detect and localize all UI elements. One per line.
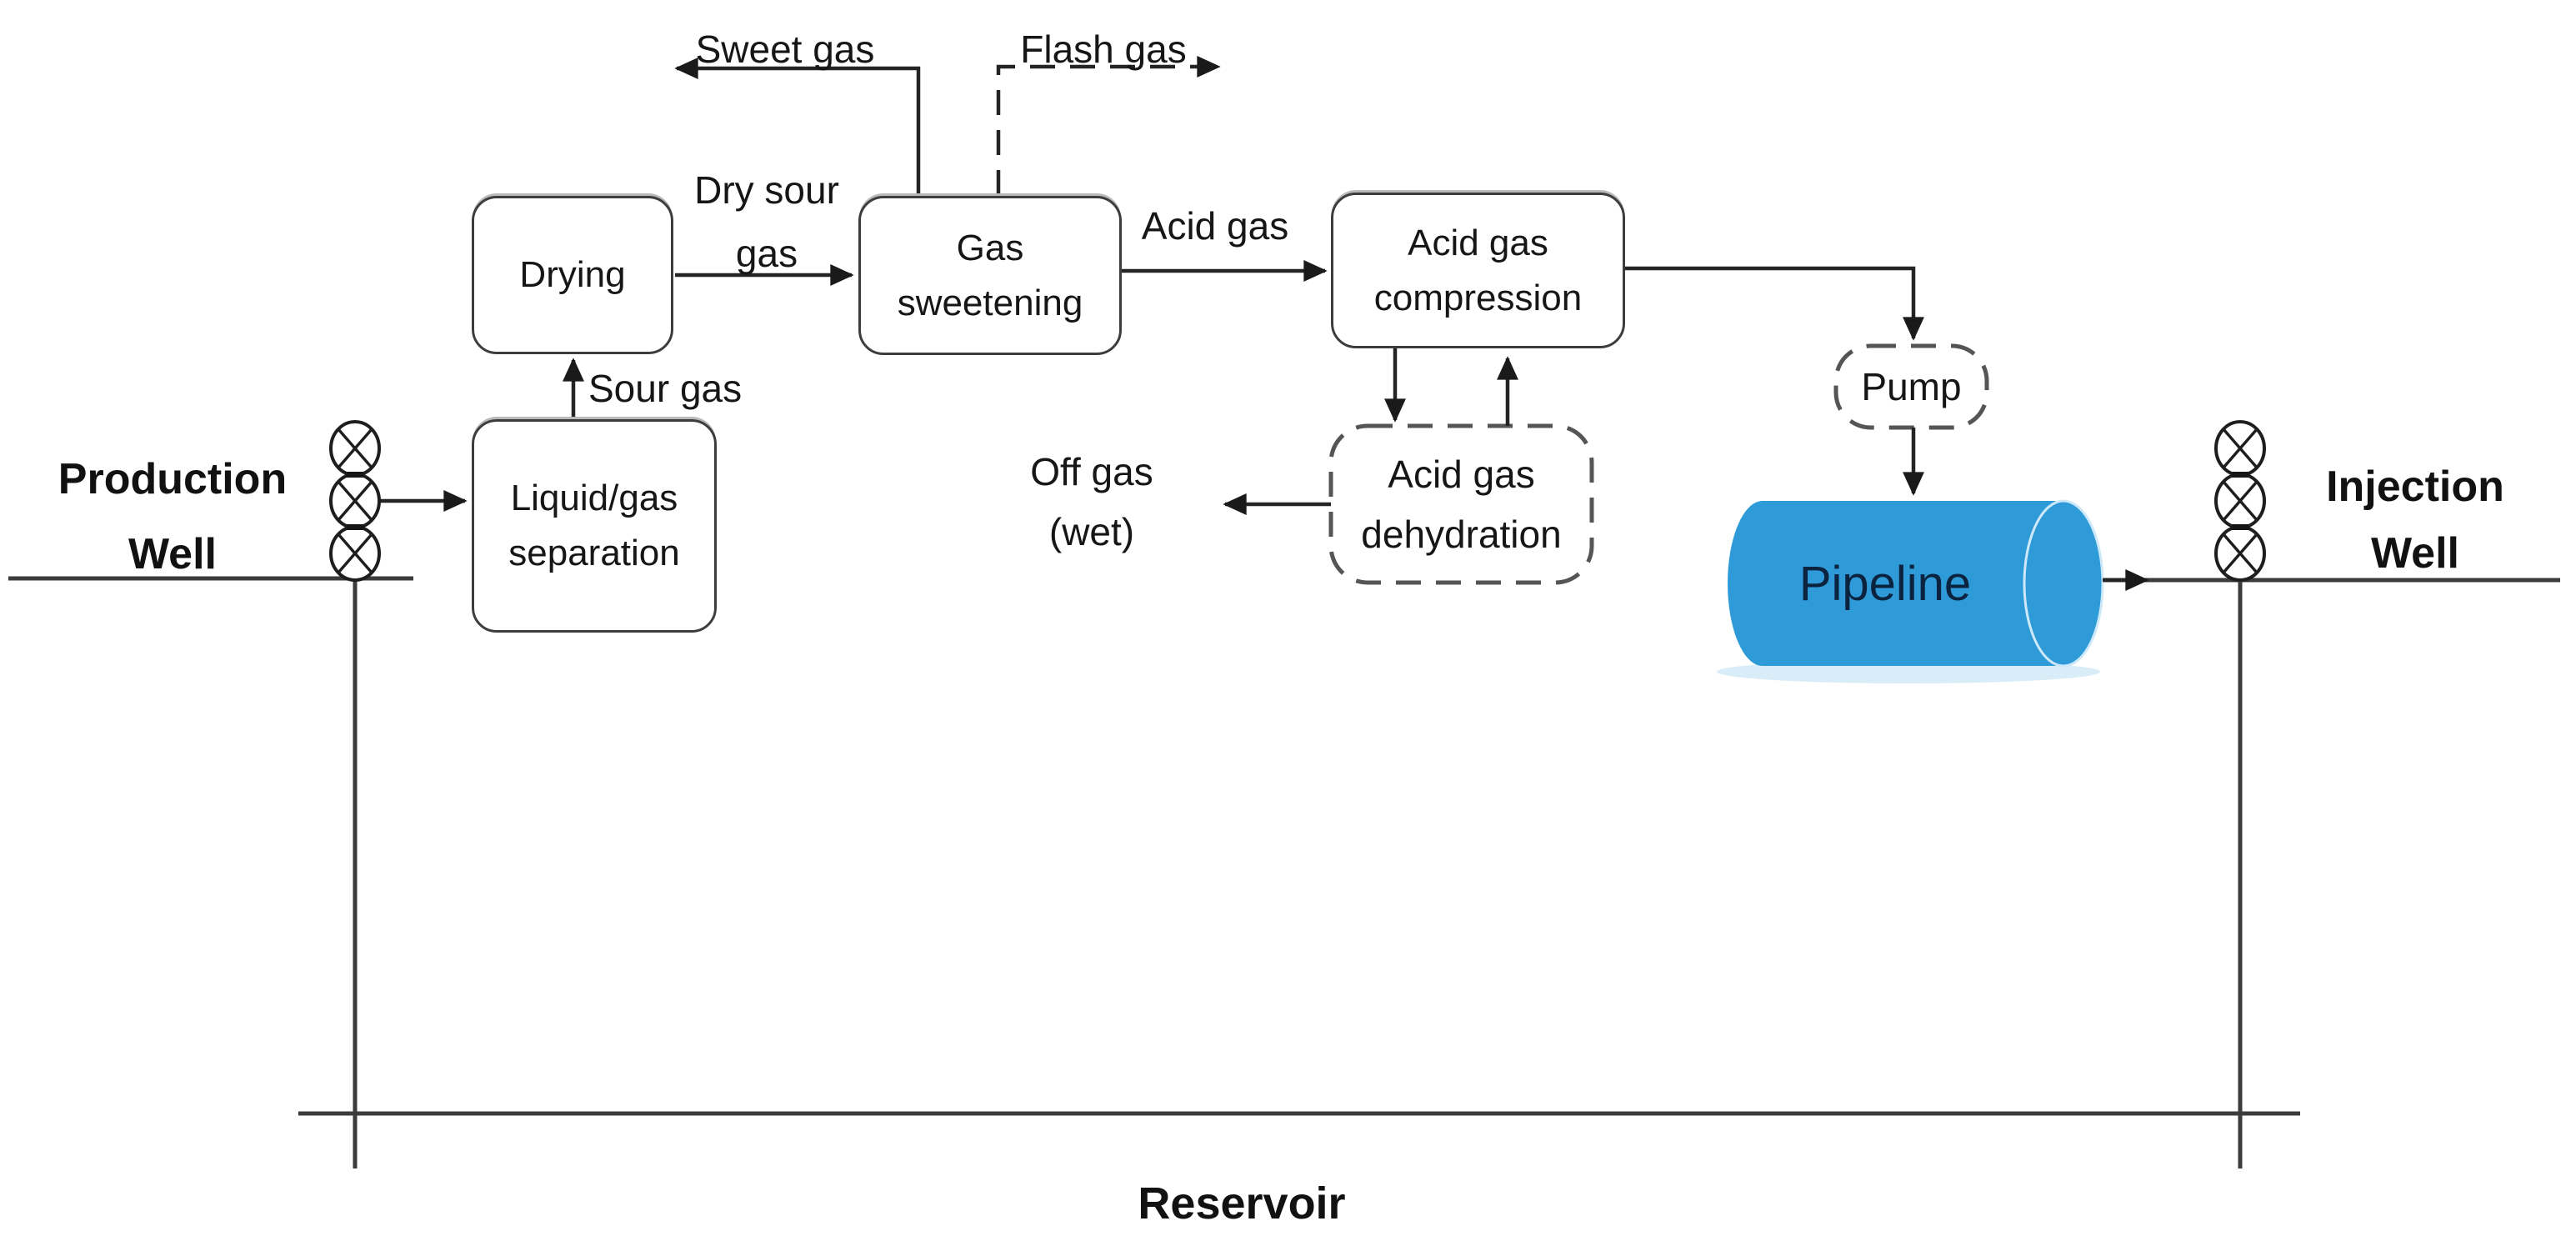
injection-well-label: Injection Well — [2326, 463, 2504, 578]
sweet-gas-label: Sweet gas — [695, 28, 875, 71]
drying-box: Drying — [472, 196, 673, 354]
liquid-gas-separation-box: Liquid/gas separation — [472, 419, 717, 633]
drying-box-label: Drying — [519, 254, 626, 295]
pump-box: Pump — [1836, 346, 1987, 428]
acid-gas-dehydration-box-label: Acid gas dehydration — [1361, 453, 1562, 556]
pipeline-label: Pipeline — [1798, 556, 1972, 611]
compression-to-pump-arrow — [1625, 266, 1924, 341]
acid-gas-compression-box-label: Acid gas compression — [1373, 222, 1583, 318]
acid-gas-dehydration-box: Acid gas dehydration — [1331, 426, 1592, 583]
production-well-label: Production Well — [58, 455, 288, 578]
production-wellhead-icon — [329, 420, 381, 582]
liquid-gas-separation-box-label: Liquid/gas separation — [508, 478, 680, 573]
acid-gas-compression-box: Acid gas compression — [1331, 193, 1625, 348]
reservoir-label: Reservoir — [1138, 1178, 1346, 1228]
off-gas-label: Off gas (wet) — [1030, 450, 1153, 553]
pump-box-label: Pump — [1861, 365, 1962, 408]
injection-wellhead-icon — [2214, 420, 2266, 582]
acid-gas-dehydration-box-outline — [1328, 423, 1594, 585]
pipeline-cylinder-icon — [1717, 499, 2104, 683]
sour-gas-label: Sour gas — [588, 367, 743, 410]
sweet-gas-arrow — [674, 58, 921, 195]
gas-sweetening-box: Gas sweetening — [858, 196, 1122, 355]
pump-box-outline — [1833, 343, 1989, 430]
gas-sweetening-box-label: Gas sweetening — [897, 227, 1083, 323]
dry-sour-gas-label: Dry sour gas — [694, 168, 839, 275]
flash-gas-arrow — [996, 56, 1221, 195]
acid-gas-label: Acid gas — [1141, 204, 1289, 248]
flash-gas-label: Flash gas — [1020, 28, 1187, 71]
